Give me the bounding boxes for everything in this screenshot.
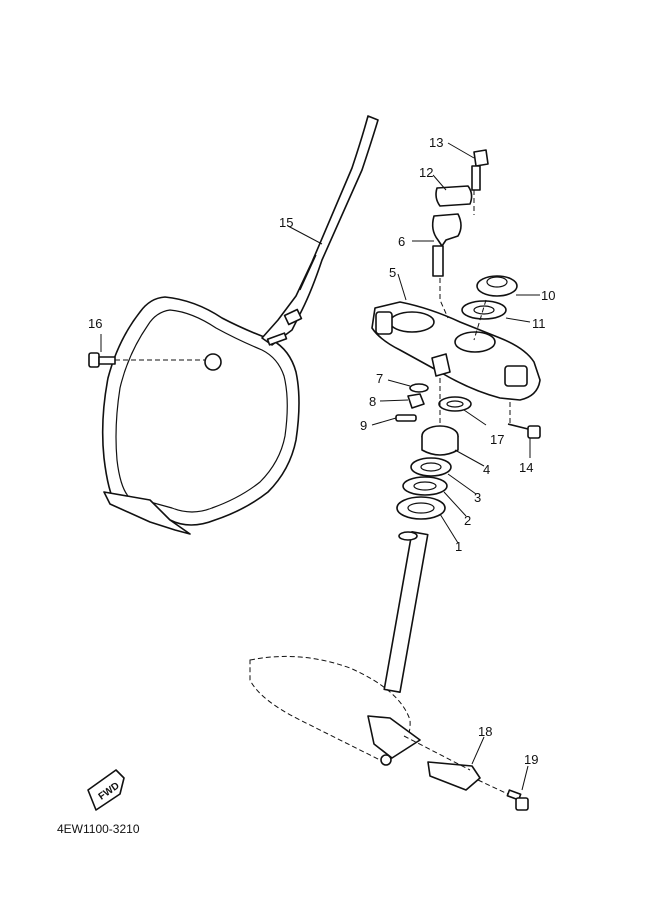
- bolt-14: [507, 402, 541, 439]
- callout-14: 14: [519, 460, 533, 475]
- callout-13: 13: [429, 135, 443, 150]
- steering-stem: [249, 531, 429, 766]
- callout-16: 16: [88, 316, 102, 331]
- callout-9: 9: [360, 418, 367, 433]
- bolt-16: [88, 352, 205, 368]
- callout-3: 3: [474, 490, 481, 505]
- callout-10: 10: [541, 288, 555, 303]
- callout-5: 5: [389, 265, 396, 280]
- callout-18: 18: [478, 724, 492, 739]
- upper-bracket: [371, 301, 541, 401]
- diagram-code: 4EW1100-3210: [57, 822, 140, 836]
- small-parts: [395, 378, 472, 430]
- callout-1: 1: [455, 539, 462, 554]
- bolt-19: [506, 789, 529, 811]
- handlebar-holder-assembly: [431, 149, 489, 319]
- callout-2: 2: [464, 513, 471, 528]
- callout-7: 7: [376, 371, 383, 386]
- number-plate: [101, 115, 379, 535]
- callout-17: 17: [490, 432, 504, 447]
- callout-6: 6: [398, 234, 405, 249]
- callout-15: 15: [279, 215, 293, 230]
- fwd-arrow-icon: FWD: [87, 769, 125, 811]
- callout-4: 4: [483, 462, 490, 477]
- leader-lines: [100, 142, 540, 791]
- callout-8: 8: [369, 394, 376, 409]
- cable-guide-18: [403, 735, 513, 797]
- callout-11: 11: [532, 316, 546, 331]
- callout-numbers: 1 2 3 4 5 6 7 8 9 10 11 12 13 14 15 16 1…: [88, 135, 555, 767]
- callout-12: 12: [419, 165, 433, 180]
- nut-10-washer-11: [461, 275, 518, 341]
- bearing-stack: [396, 425, 459, 520]
- callout-19: 19: [524, 752, 538, 767]
